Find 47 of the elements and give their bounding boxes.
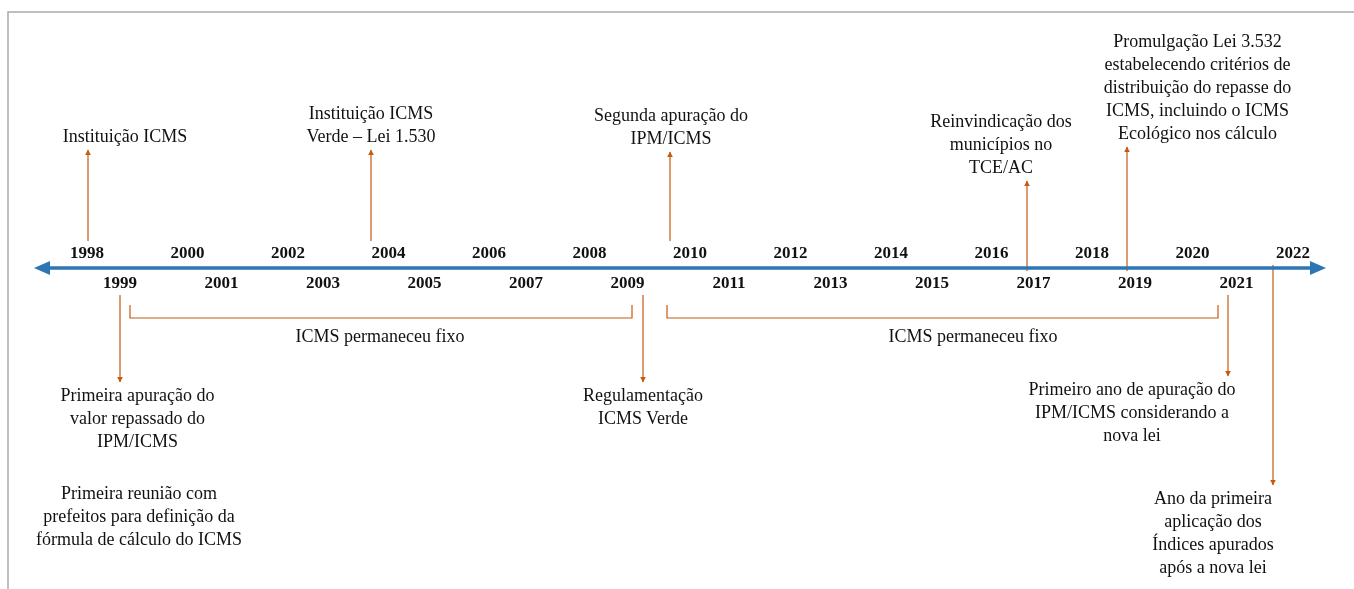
period-label: ICMS permaneceu fixo (887, 325, 1059, 348)
year-label: 2011 (704, 273, 754, 293)
year-label: 1998 (62, 243, 112, 263)
year-label: 2007 (501, 273, 551, 293)
year-label: 2000 (162, 243, 213, 263)
arrow (1124, 146, 1130, 272)
year-label: 2005 (399, 273, 450, 293)
arrow (85, 149, 91, 242)
arrow (640, 294, 646, 383)
period-label: ICMS permaneceu fixo (294, 325, 466, 348)
event-text: Instituição ICMS Verde – Lei 1.530 (286, 102, 456, 148)
event-text: Instituição ICMS (40, 125, 210, 148)
year-label: 2014 (866, 243, 916, 263)
year-label: 2006 (464, 243, 514, 263)
arrow (1270, 264, 1276, 486)
event-text: Primeira apuração do valor repassado do IPM/ICMS (40, 384, 235, 453)
arrow (1024, 180, 1030, 272)
event-text: Primeira reunião com prefeitos para definição da fórmula de cálculo do ICMS (35, 482, 243, 551)
event-text: Reinvindicação dos municípios no TCE/AC (930, 110, 1072, 179)
year-label: 2001 (196, 273, 247, 293)
year-label: 2017 (1008, 273, 1059, 293)
year-label: 2020 (1167, 243, 1218, 263)
year-label: 2002 (263, 243, 313, 263)
year-label: 2013 (805, 273, 856, 293)
year-label: 2008 (564, 243, 615, 263)
arrow (117, 294, 123, 383)
year-label: 2012 (765, 243, 816, 263)
event-text: Primeiro ano de apuração do IPM/ICMS considerando a nova lei (1022, 378, 1242, 447)
arrow (667, 151, 673, 242)
event-text: Ano da primeira aplicação dos Índices apurados após a nova lei (1137, 487, 1289, 579)
year-label: 2010 (665, 243, 715, 263)
event-text: Segunda apuração do IPM/ICMS (592, 104, 750, 150)
event-text: Regulamentação ICMS Verde (567, 384, 719, 430)
year-label: 2009 (602, 273, 653, 293)
year-label: 2019 (1110, 273, 1160, 293)
arrow (1225, 294, 1231, 377)
event-text: Promulgação Lei 3.532 estabelecendo critérios de distribuição do repasse do ICMS, incluindo o ICMS Ecológico nos cálculo (1090, 30, 1305, 145)
year-label: 2018 (1067, 243, 1117, 263)
timeline-bar (34, 261, 1326, 275)
year-label: 2004 (363, 243, 414, 263)
arrow (368, 149, 374, 242)
year-label: 2016 (966, 243, 1017, 263)
year-label: 2015 (907, 273, 957, 293)
year-label: 2021 (1211, 273, 1262, 293)
year-label: 2022 (1268, 243, 1318, 263)
year-label: 2003 (298, 273, 348, 293)
year-label: 1999 (95, 273, 145, 293)
